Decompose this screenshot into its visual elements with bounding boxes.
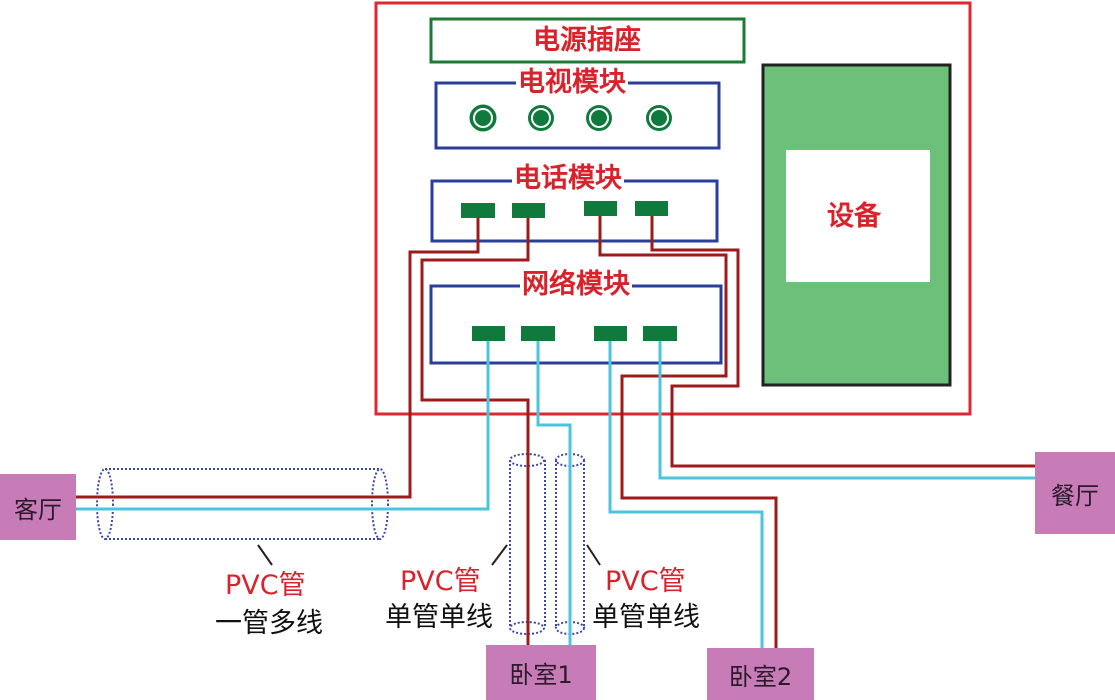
network-port bbox=[472, 326, 505, 341]
power-socket-label: 电源插座 bbox=[533, 25, 641, 56]
phone-port bbox=[512, 203, 545, 218]
tv-module-label: 电视模块 bbox=[516, 67, 628, 98]
pvc-left-desc: 一管多线 bbox=[215, 608, 323, 639]
network-wires bbox=[68, 338, 1040, 660]
leader-left bbox=[257, 544, 273, 566]
network-ports bbox=[472, 326, 677, 341]
pvc-right-desc: 单管单线 bbox=[592, 602, 700, 633]
phone-wire-dining bbox=[650, 214, 1040, 468]
phone-port bbox=[461, 203, 495, 218]
phone-wires bbox=[68, 214, 1040, 660]
phone-port bbox=[635, 201, 668, 216]
network-port bbox=[521, 326, 555, 341]
conduit-living bbox=[105, 468, 380, 540]
network-module-label: 网络模块 bbox=[520, 269, 632, 300]
conduits bbox=[96, 453, 585, 635]
network-wire-living bbox=[68, 338, 490, 511]
tv-socket-inner bbox=[649, 108, 669, 128]
phone-ports bbox=[461, 201, 668, 218]
leader-mid bbox=[491, 544, 508, 566]
conduit-bedroom1-b bbox=[555, 460, 585, 628]
phone-wire-bedroom2 bbox=[598, 214, 778, 660]
phone-module-label: 电话模块 bbox=[512, 163, 624, 194]
pvc-mid-title: PVC管 bbox=[400, 566, 481, 597]
pvc-left-title: PVC管 bbox=[225, 570, 306, 601]
network-port bbox=[643, 326, 677, 341]
network-wire-dining bbox=[658, 338, 1040, 480]
room-bedroom1: 卧室1 bbox=[486, 645, 596, 700]
note-leaders bbox=[257, 544, 601, 566]
conduit-bedroom1-a bbox=[509, 460, 546, 628]
phone-wire-living bbox=[68, 214, 480, 499]
equipment-label: 设备 bbox=[827, 201, 881, 232]
power-socket-box bbox=[429, 17, 746, 64]
conduit-end bbox=[371, 468, 389, 540]
tv-socket-inner bbox=[531, 108, 551, 128]
room-living: 客厅 bbox=[0, 474, 76, 540]
network-port bbox=[594, 326, 627, 341]
network-wire-bedroom2 bbox=[608, 338, 764, 660]
room-bedroom2: 卧室2 bbox=[707, 648, 814, 700]
pvc-mid-desc: 单管单线 bbox=[385, 602, 493, 633]
room-dining: 餐厅 bbox=[1035, 452, 1115, 534]
phone-port bbox=[584, 201, 617, 216]
phone-wire-bedroom1 bbox=[420, 214, 530, 660]
tv-socket-inner bbox=[589, 108, 609, 128]
network-wire-bedroom1 bbox=[536, 338, 572, 660]
tv-socket-inner bbox=[473, 108, 493, 128]
leader-right bbox=[586, 544, 601, 566]
tv-sockets bbox=[469, 104, 672, 132]
conduit-end bbox=[96, 468, 114, 540]
pvc-right-title: PVC管 bbox=[605, 566, 686, 597]
equipment-label-panel bbox=[786, 150, 930, 282]
